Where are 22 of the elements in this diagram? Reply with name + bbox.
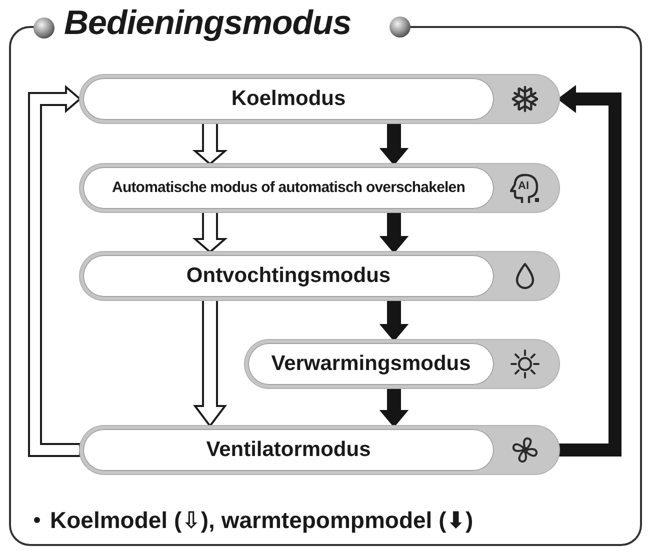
diagram-title: Bedieningsmodus	[64, 3, 352, 43]
arrow	[379, 122, 409, 166]
mode-label: Koelmodus	[231, 86, 346, 112]
mode-label: Ventilatormodus	[206, 436, 371, 463]
arrow	[28, 84, 82, 457]
mode-pill	[80, 75, 559, 123]
arrow	[379, 211, 409, 254]
mode-label: Ontvochtingsmodus	[186, 262, 391, 289]
arrow	[192, 211, 228, 254]
legend-text: Koelmodel (⇩), warmtepompmodel (⬇)	[50, 506, 474, 535]
arrow	[557, 85, 622, 456]
mode-label: Verwarmingsmodus	[271, 350, 471, 377]
mode-pill	[80, 164, 559, 212]
icon-label: AI	[518, 181, 529, 192]
mode-pill	[80, 426, 559, 474]
arrow	[192, 122, 228, 166]
mode-label: Automatische modus of automatisch overschakelen	[112, 178, 465, 198]
arrow	[379, 299, 409, 342]
mode-pill	[245, 340, 559, 388]
arrow	[379, 387, 409, 428]
arrow	[193, 299, 227, 428]
mode-pill	[80, 252, 559, 300]
